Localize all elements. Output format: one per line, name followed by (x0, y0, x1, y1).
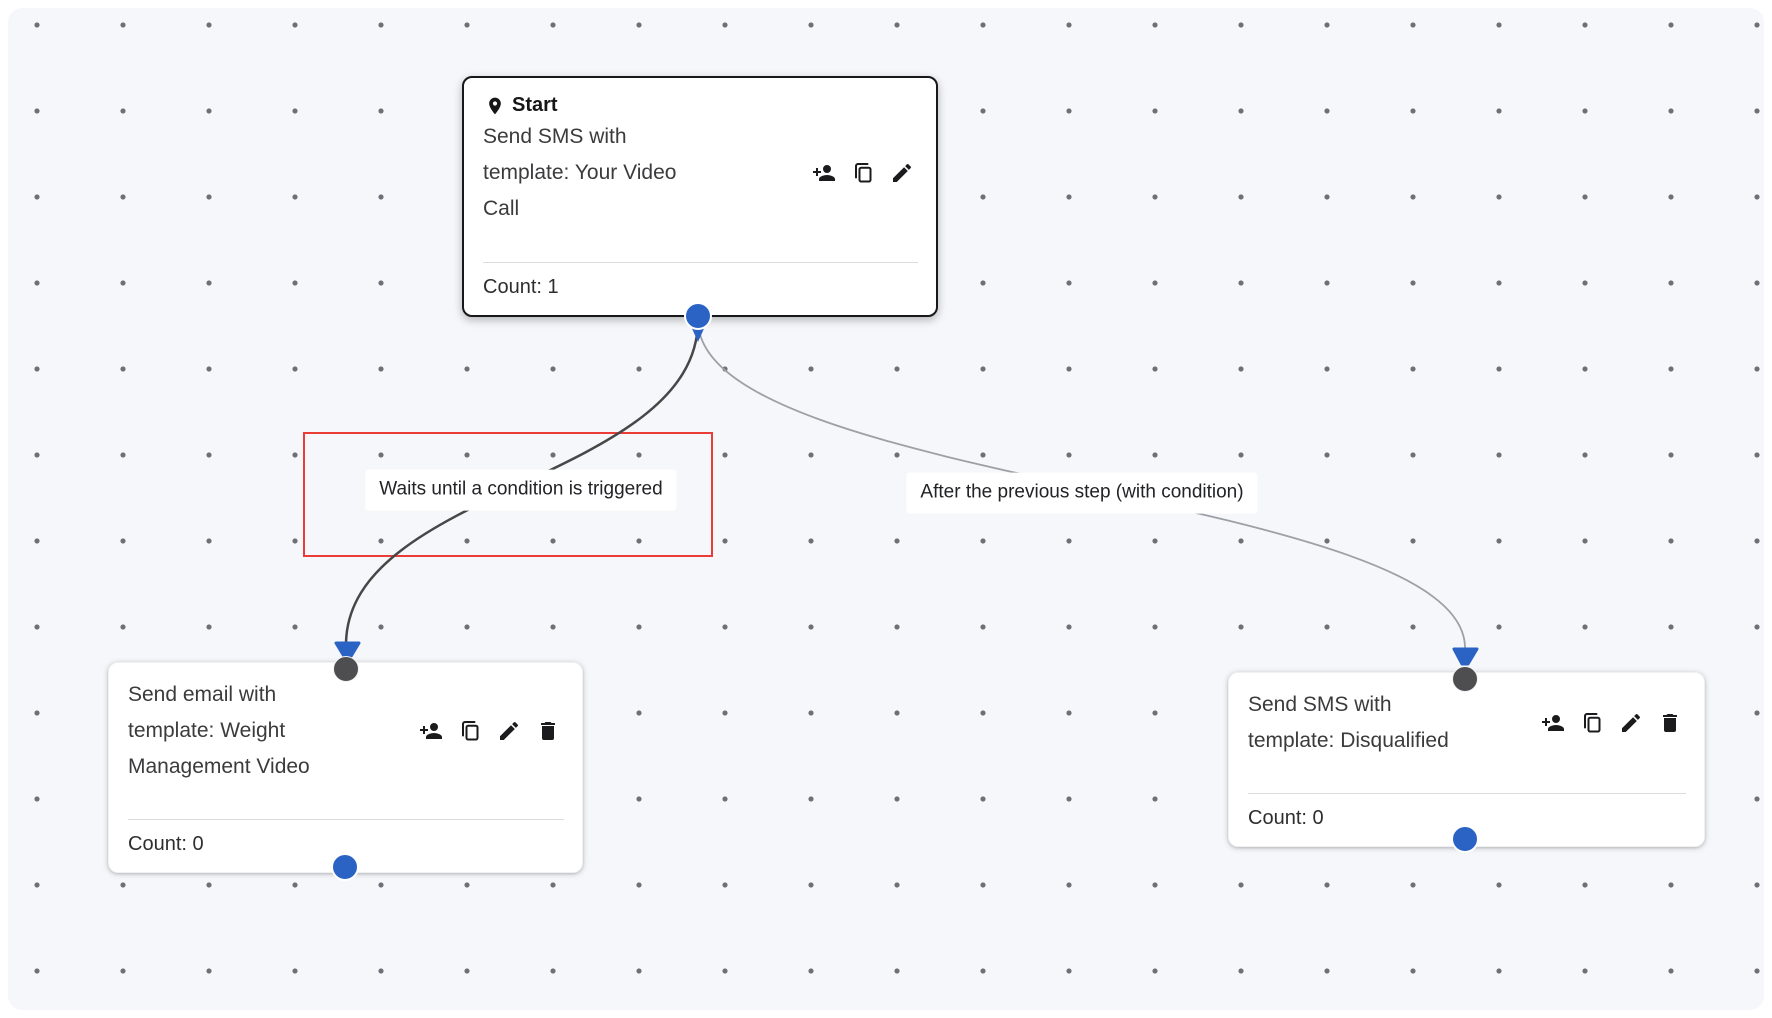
edit-button[interactable] (1619, 711, 1643, 735)
copy-icon (851, 161, 875, 185)
node-divider (1248, 793, 1686, 794)
add-person-icon (812, 161, 836, 185)
edge-label-wait-condition: Waits until a condition is triggered (365, 469, 677, 511)
edit-pencil-icon (890, 161, 914, 185)
node-title: Send email with template: Weight Managem… (128, 683, 310, 778)
start-label: Start (512, 94, 558, 116)
delete-button[interactable] (536, 719, 560, 743)
node-divider (483, 262, 918, 263)
node-start-header: Start (485, 94, 918, 117)
count-label: Count: 1 (483, 276, 559, 298)
copy-icon (1580, 711, 1604, 735)
edit-button[interactable] (497, 719, 521, 743)
add-person-button[interactable] (812, 161, 836, 185)
node-title: Send SMS with template: Disqualified (1248, 693, 1449, 752)
edit-pencil-icon (1619, 711, 1643, 735)
copy-button[interactable] (458, 719, 482, 743)
edge-label-after-previous-step: After the previous step (with condition) (906, 472, 1258, 514)
node-send-email-weight-management[interactable]: Send email with template: Weight Managem… (108, 662, 583, 873)
delete-button[interactable] (1658, 711, 1682, 735)
count-label: Count: 0 (128, 833, 204, 855)
copy-button[interactable] (851, 161, 875, 185)
edit-button[interactable] (890, 161, 914, 185)
edit-pencil-icon (497, 719, 521, 743)
add-person-icon (1541, 711, 1565, 735)
add-person-icon (419, 719, 443, 743)
copy-icon (458, 719, 482, 743)
count-label: Count: 0 (1248, 807, 1324, 829)
source-handle[interactable] (331, 853, 359, 881)
source-handle[interactable] (1451, 825, 1479, 853)
add-person-button[interactable] (419, 719, 443, 743)
location-pin-icon (485, 96, 505, 116)
source-handle[interactable] (684, 302, 712, 330)
trash-icon (536, 719, 560, 743)
node-divider (128, 819, 564, 820)
node-start-send-sms[interactable]: Start Send SMS with template: Your Video… (462, 76, 938, 317)
copy-button[interactable] (1580, 711, 1604, 735)
node-title: Send SMS with template: Your Video Call (483, 125, 677, 220)
target-handle[interactable] (333, 656, 359, 682)
target-handle[interactable] (1452, 666, 1478, 692)
add-person-button[interactable] (1541, 711, 1565, 735)
trash-icon (1658, 711, 1682, 735)
node-send-sms-disqualified[interactable]: Send SMS with template: Disqualified Cou… (1228, 672, 1705, 847)
